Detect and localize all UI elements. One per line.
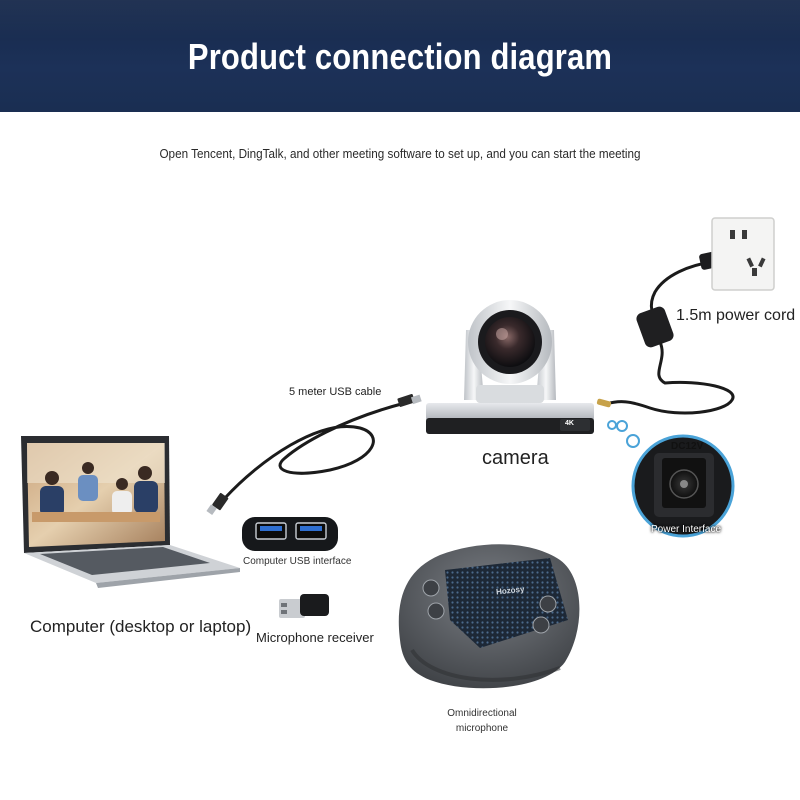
usb-cable-label: 5 meter USB cable (289, 386, 382, 398)
power-interface-label: Power Interface (651, 524, 722, 535)
computer-label: Computer (desktop or laptop) (30, 617, 252, 636)
dc-voltage-label: DC12V (671, 441, 704, 452)
laptop-icon (21, 436, 240, 588)
power-cord-label: 1.5m power cord (676, 307, 796, 324)
wall-socket-icon (711, 217, 775, 291)
camera-label: camera (482, 447, 549, 469)
title-banner (0, 0, 800, 112)
omni-label-line1: Omnidirectional (447, 708, 517, 719)
connection-rings (607, 420, 640, 448)
page-title: Product connection diagram (187, 36, 613, 77)
omni-label-line2: microphone (455, 723, 509, 734)
computer-usb-label: Computer USB interface (243, 556, 352, 567)
speakerphone-icon (398, 544, 580, 689)
omnidirectional-microphone-label: Omnidirectional microphone (430, 706, 534, 736)
page-subtitle: Open Tencent, DingTalk, and other meetin… (159, 146, 641, 161)
dc-jack-icon (631, 434, 735, 538)
usb-dongle-icon (279, 594, 329, 618)
ptz-camera-icon (426, 300, 594, 434)
usb-cable (206, 393, 422, 515)
microphone-receiver-label: Microphone receiver (256, 630, 374, 645)
camera-4k-badge: 4K (565, 420, 574, 427)
usb-port-icon (242, 517, 338, 551)
